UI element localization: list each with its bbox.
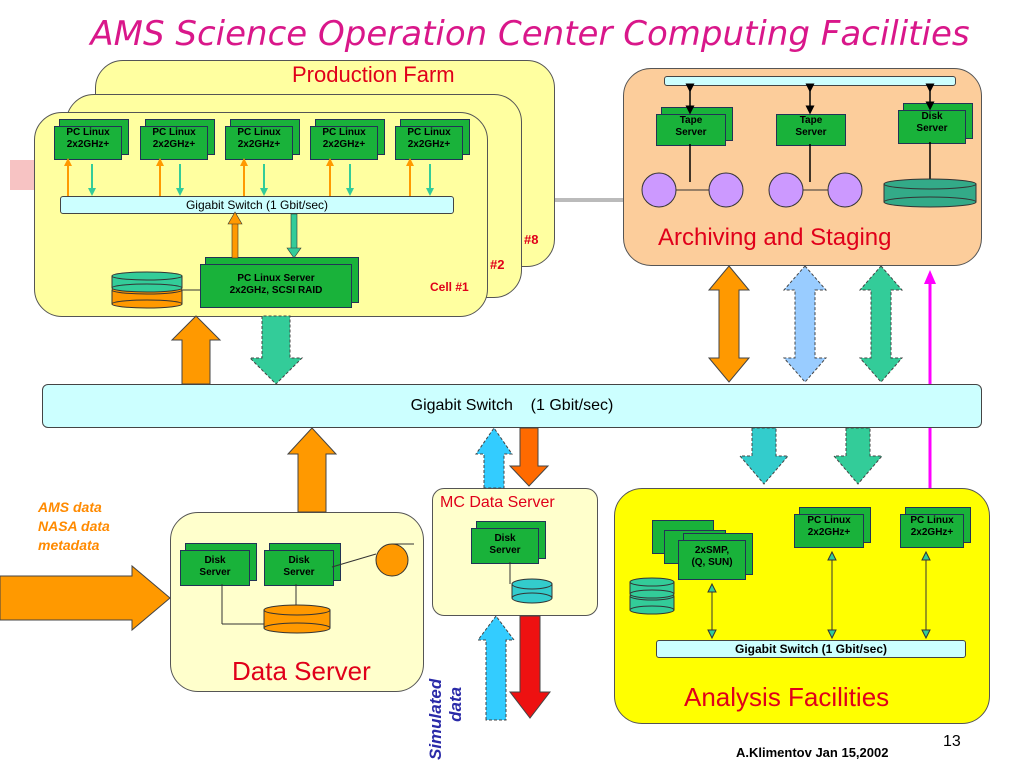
footer-author: A.Klimentov Jan 15,2002 [736,745,889,760]
background-line [555,198,630,202]
mc-server-arrows [475,427,552,721]
analysis-disk-icon [629,577,675,615]
archiving-label: Archiving and Staging [658,224,892,251]
cell-2-label: #2 [490,257,505,272]
input-data-labels: AMS data NASA data metadata [38,499,110,553]
archiving-panel [623,68,982,266]
smp-cluster[interactable]: 2xSMP,(Q, SUN) [678,540,746,580]
page-number: 13 [943,733,961,750]
analysis-label: Analysis Facilities [684,682,890,712]
analysis-switch: Gigabit Switch (1 Gbit/sec) [656,640,966,658]
farm-switch: Gigabit Switch (1 Gbit/sec) [60,196,454,214]
data-server-disk-icon [263,543,414,634]
data-server-panel [170,512,424,692]
archiving-links [685,83,935,182]
mc-server-label: MC Data Server [440,494,555,511]
data-server-label: Data Server [232,656,371,686]
main-gigabit-switch: Gigabit Switch (1 Gbit/sec) [42,384,982,428]
tape-drive-icon [641,172,863,208]
analysis-links [707,550,931,640]
mc-disk-icon [509,562,553,604]
farm-to-switch-arrows [170,315,304,385]
archive-to-switch-arrows [707,265,936,384]
page-title: AMS Science Operation Center Computing F… [90,14,970,54]
archive-disk-icon [883,178,977,208]
farm-disk-icon [111,271,200,309]
cell-1-label: Cell #1 [430,280,469,294]
switch-to-analysis-arrows [738,427,932,488]
farm-node-links [64,158,434,259]
data-server-links [221,553,377,625]
data-server-arrows [0,427,338,632]
production-farm-label: Production Farm [292,62,455,87]
cell-8-label: #8 [524,232,539,247]
